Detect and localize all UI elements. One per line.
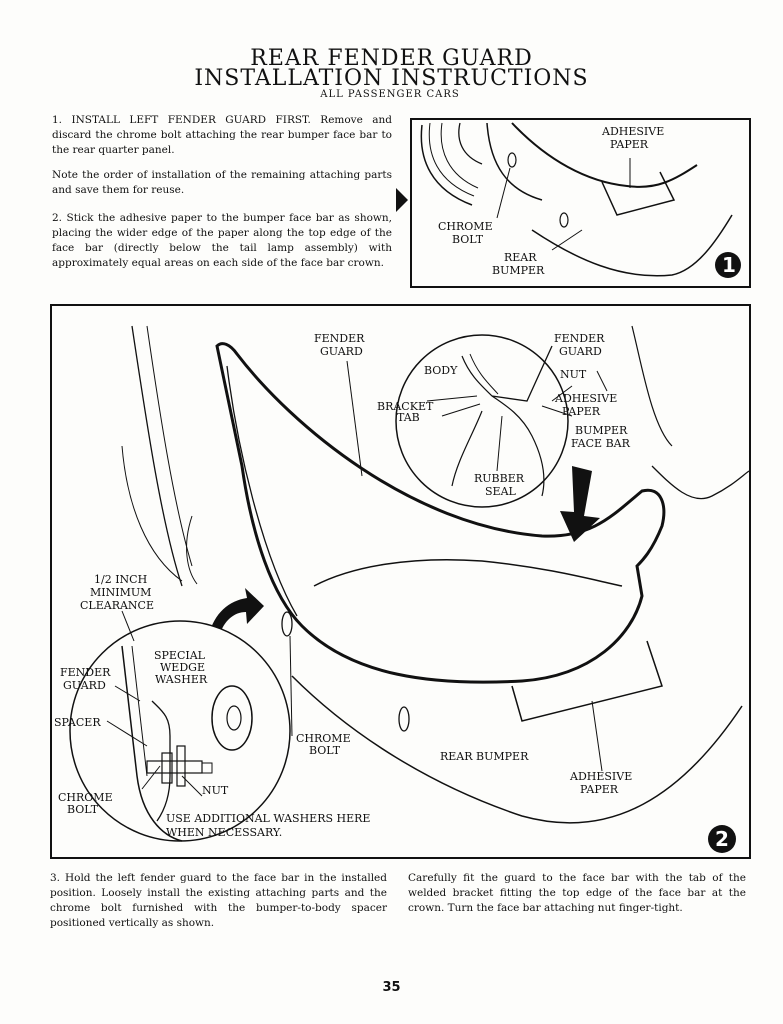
figure-1-drawing: ADHESIVE PAPER CHROME BOLT REAR BUMPER 1: [420, 122, 741, 278]
down-arrow-icon: [560, 466, 600, 542]
fig2-rear-bumper-label: REAR BUMPER: [440, 750, 529, 763]
fig2-bumper-label: BUMPER: [575, 424, 628, 437]
fig1-badge: [715, 252, 741, 278]
fig2-nut-label: NUT: [560, 368, 587, 381]
fig2-seal-label: SEAL: [485, 485, 517, 498]
step-3-text: 3. Hold the left fender guard to the fac…: [50, 872, 387, 929]
fig2-lower-bolt-label: BOLT: [67, 803, 99, 816]
step-1-text: 1. INSTALL LEFT FENDER GUARD FIRST. Remo…: [52, 114, 392, 156]
fig2-clearance-2-label: MINIMUM: [90, 586, 151, 599]
fig1-bolt-label: BOLT: [452, 233, 484, 246]
fig2-lower-fender-label: FENDER: [60, 666, 111, 679]
curved-arrow-icon: [207, 588, 264, 646]
fig2-badge: [708, 825, 736, 853]
fig2-adhesive-low-label: ADHESIVE: [569, 770, 632, 783]
fig2-lower-guard-label: GUARD: [63, 679, 106, 692]
fig2-spacer-label: SPACER: [54, 716, 101, 729]
fig2-washers-2-label: WHEN NECESSARY.: [166, 826, 282, 839]
fig2-lower-chrome-label: CHROME: [58, 791, 113, 804]
fig2-detail-fender-label: FENDER: [554, 332, 605, 345]
fig2-adhesive-top-label: ADHESIVE: [554, 392, 617, 405]
fig2-tab-label: TAB: [397, 411, 420, 424]
fig2-bracket-label: BRACKET: [377, 400, 434, 413]
figure-2-drawing: FENDER GUARD FENDER GUARD BODY NUT BRACK…: [54, 325, 750, 853]
fig1-chrome-label: CHROME: [438, 220, 493, 233]
page-number: 35: [382, 980, 401, 995]
step-2-text: 2. Stick the adhesive paper to the bumpe…: [52, 212, 392, 269]
page-subtitle: ALL PASSENGER CARS: [320, 89, 460, 100]
fig1-badge-number: 1: [722, 253, 736, 277]
fig1-paper-label: PAPER: [610, 138, 649, 151]
fig2-special-label: SPECIAL: [154, 649, 206, 662]
note-text: Note the order of installation of the re…: [52, 169, 392, 196]
fig2-guard-label: GUARD: [320, 345, 363, 358]
fig2-fender-label: FENDER: [314, 332, 365, 345]
fig2-rubber-label: RUBBER: [474, 472, 525, 485]
upper-detail-circle: [395, 334, 569, 508]
fig2-paper-top-label: PAPER: [562, 405, 601, 418]
fig2-detail-guard-label: GUARD: [559, 345, 602, 358]
fig2-badge-number: 2: [715, 827, 729, 851]
fig2-washer-label: WASHER: [155, 673, 208, 686]
fig2-wedge-label: WEDGE: [160, 661, 205, 674]
figure-1-panel: ADHESIVE PAPER CHROME BOLT REAR BUMPER 1: [410, 118, 751, 288]
fig2-body-label: BODY: [424, 364, 458, 377]
fig2-washers-1-label: USE ADDITIONAL WASHERS HERE: [166, 812, 370, 825]
fig1-rear-label: REAR: [504, 251, 537, 264]
fig2-facebar-label: FACE BAR: [571, 437, 631, 450]
page-title-line-1: REAR FENDER GUARD: [250, 46, 533, 71]
figure-2-panel: FENDER GUARD FENDER GUARD BODY NUT BRACK…: [50, 304, 751, 859]
fig1-adhesive-label: ADHESIVE: [601, 125, 664, 138]
fig1-bumper-label: BUMPER: [492, 264, 545, 277]
fig2-clearance-1-label: 1/2 INCH: [94, 573, 147, 586]
fig2-clearance-3-label: CLEARANCE: [80, 599, 154, 612]
fig2-nut-low-label: NUT: [202, 784, 229, 797]
fig2-paper-low-label: PAPER: [580, 783, 619, 796]
fig2-chrome-label: CHROME: [296, 732, 351, 745]
pointer-arrow-icon: [396, 188, 408, 212]
step-3-continued-text: Carefully fit the guard to the face bar …: [408, 872, 746, 914]
fig2-bolt-label: BOLT: [309, 744, 341, 757]
page-title-line-2: INSTALLATION INSTRUCTIONS: [194, 66, 589, 91]
